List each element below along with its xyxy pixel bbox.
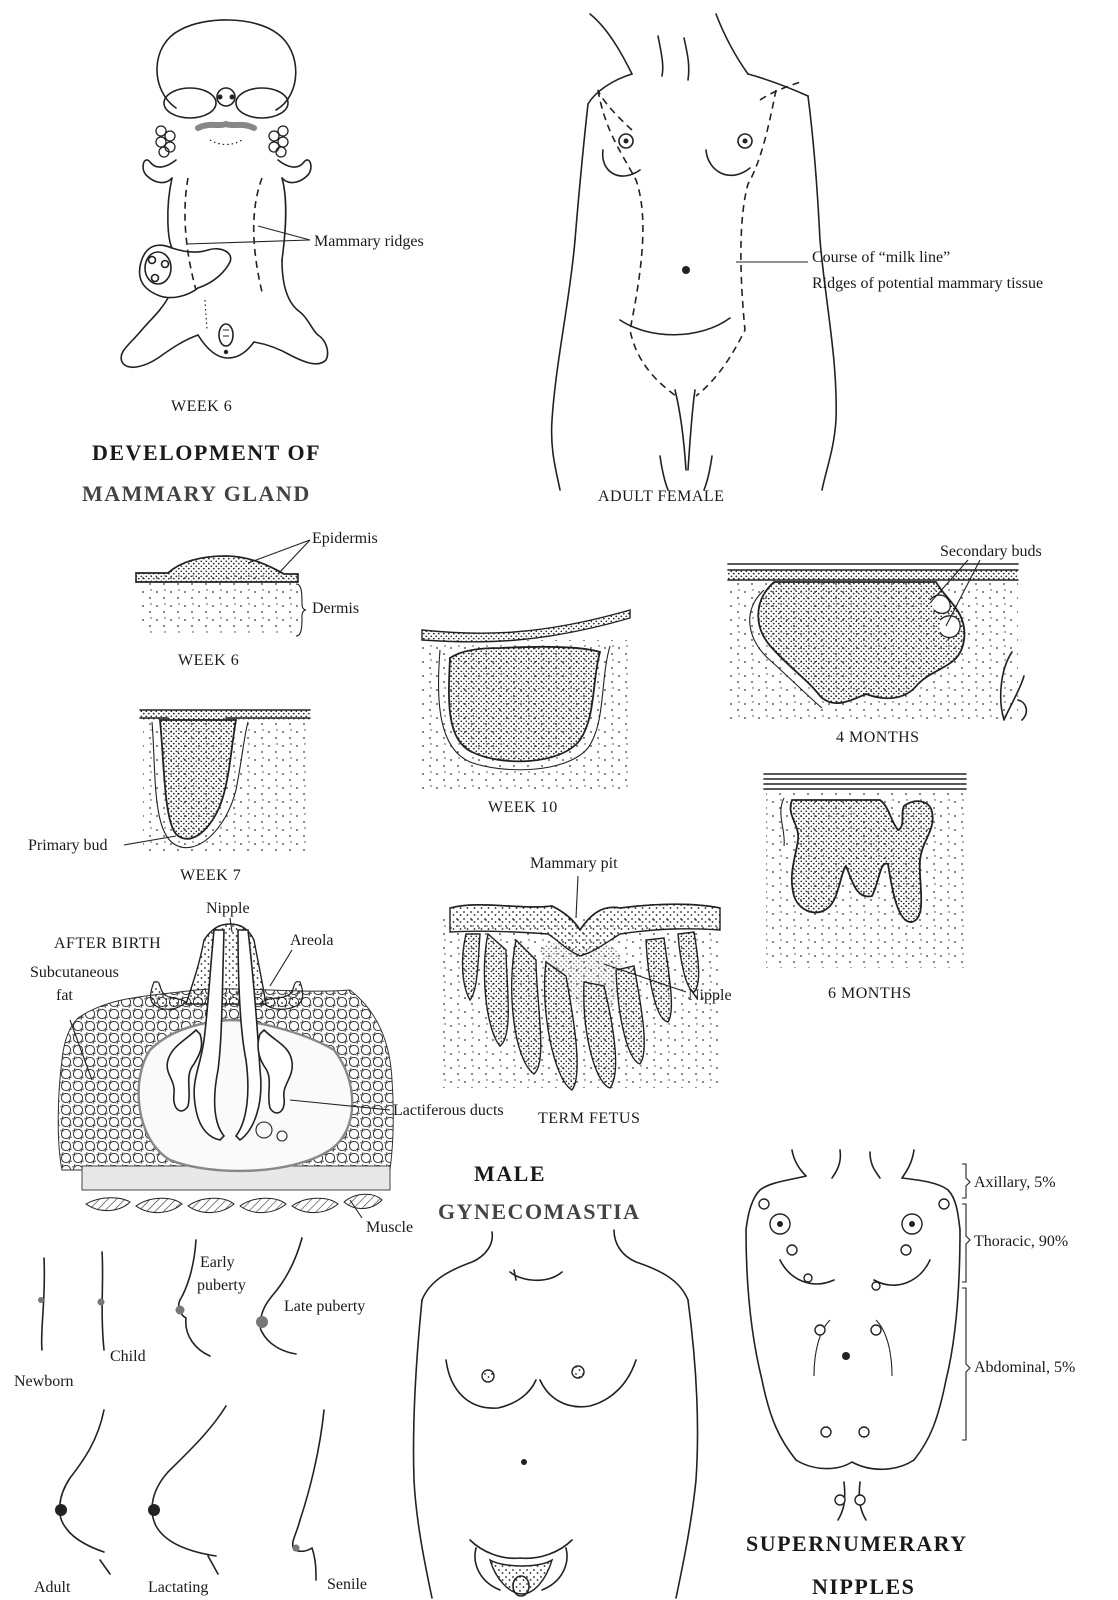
areola-label: Areola [290,932,334,949]
primary-bud-label: Primary bud [28,837,108,854]
month4-section-diagram [728,560,1026,720]
supernumerary-nipples-figure [746,1150,970,1520]
breast-profile-series [38,1238,324,1580]
potential-tissue-label: Ridges of potential mammary tissue [812,275,1043,292]
week6-section-caption: WEEK 6 [178,652,239,669]
month6-section-caption: 6 MONTHS [828,985,912,1002]
after-birth-diagram [58,918,393,1218]
newborn-label: Newborn [14,1373,74,1390]
late-puberty-label: Late puberty [284,1298,365,1315]
epidermis-label: Epidermis [312,530,378,547]
gynecomastia-title-line2: GYNECOMASTIA [438,1199,641,1224]
abdominal-label: Abdominal, 5% [974,1359,1075,1376]
thoracic-label: Thoracic, 90% [974,1233,1068,1250]
secondary-buds-label: Secondary buds [940,543,1042,560]
lactating-label: Lactating [148,1579,208,1596]
page-title-line2: MAMMARY GLAND [82,481,311,506]
page-title-line1: DEVELOPMENT OF [92,440,321,465]
adult-label: Adult [34,1579,71,1596]
week6-embryo-caption: WEEK 6 [171,398,232,415]
gynecomastia-title-line1: MALE [474,1161,546,1186]
muscle-label: Muscle [366,1219,413,1236]
early-puberty-label-line1: Early [200,1254,235,1271]
term-fetus-diagram [442,876,722,1090]
subcutaneous-fat-label-line2: fat [56,987,73,1004]
term-nipple-label: Nipple [688,987,732,1004]
adult-female-figure [552,14,837,490]
child-label: Child [110,1348,146,1365]
lactiferous-ducts-label: Lactiferous ducts [393,1102,504,1119]
week10-section-caption: WEEK 10 [488,799,558,816]
subcutaneous-fat-label-line1: Subcutaneous [30,964,119,981]
milk-line-label: Course of “milk line” [812,249,950,266]
month4-section-caption: 4 MONTHS [836,729,920,746]
axillary-label: Axillary, 5% [974,1174,1056,1191]
week10-section-diagram [422,610,632,790]
dermis-label: Dermis [312,600,359,617]
supernumerary-title-line2: NIPPLES [812,1574,915,1599]
month6-section-diagram [764,774,966,968]
early-puberty-label-line2: puberty [197,1277,246,1294]
supernumerary-title-line1: SUPERNUMERARY [746,1531,968,1556]
after-birth-caption: AFTER BIRTH [54,935,161,952]
term-fetus-caption: TERM FETUS [538,1110,640,1127]
mammary-pit-label: Mammary pit [530,855,618,872]
male-gynecomastia-figure [413,1230,697,1598]
after-birth-nipple-label: Nipple [206,900,250,917]
week6-section-diagram [136,540,310,636]
senile-label: Senile [327,1576,367,1593]
week7-section-diagram [124,710,310,854]
adult-female-caption: ADULT FEMALE [598,488,724,505]
embryo-week6-figure [121,20,327,367]
week7-section-caption: WEEK 7 [180,867,241,884]
mammary-ridges-label: Mammary ridges [314,233,424,250]
